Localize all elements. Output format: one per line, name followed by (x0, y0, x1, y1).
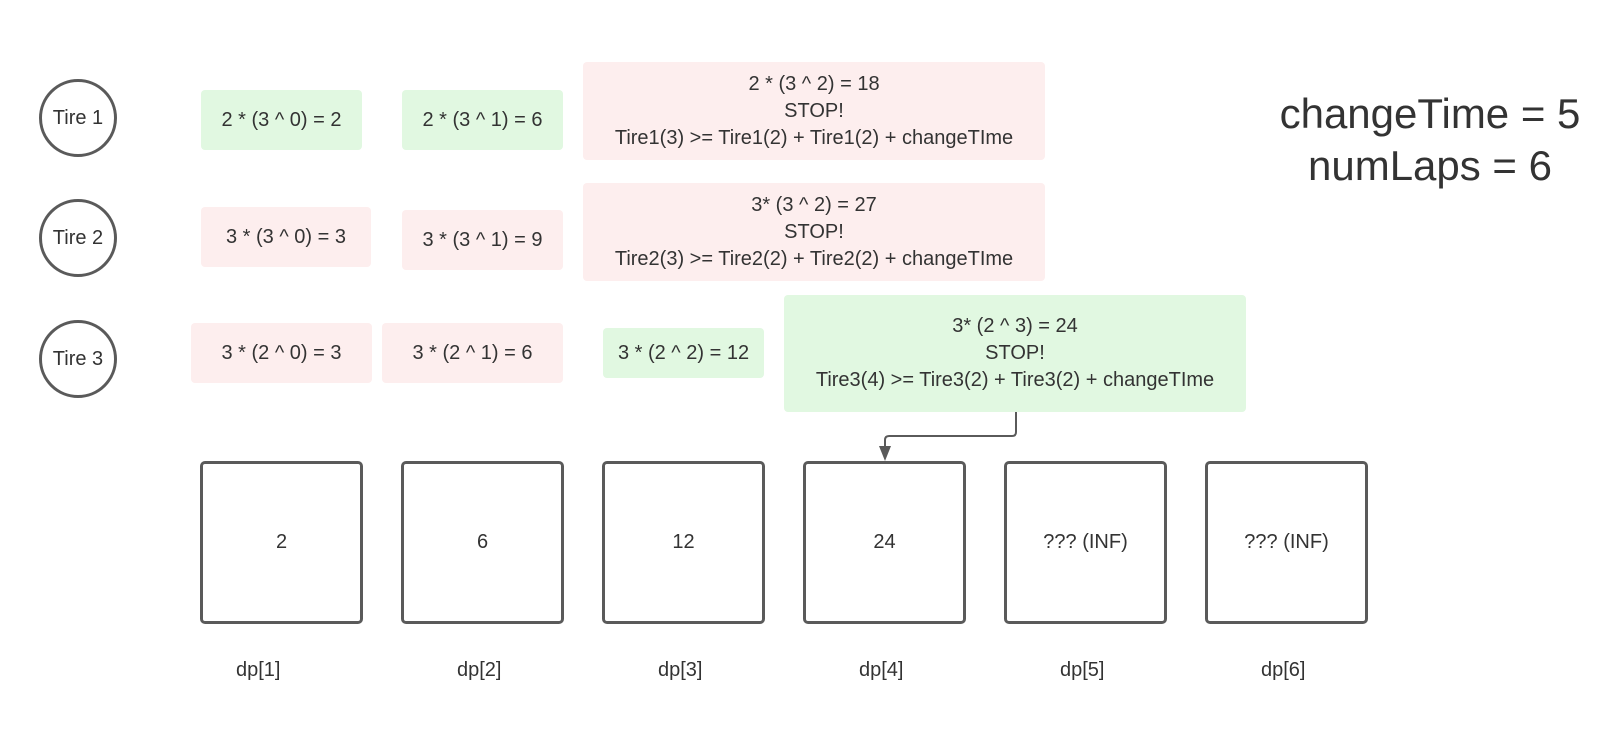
dp-label-2: dp[2] (457, 659, 502, 681)
note-line: Tire3(4) >= Tire3(2) + Tire3(2) + change… (815, 369, 1215, 391)
tire3-lap2-note: 3 * (2 ^ 1) = 6 (382, 323, 563, 383)
note-line: 2 * (3 ^ 0) = 2 (221, 108, 342, 131)
tire-3-label: Tire 3 (52, 347, 104, 370)
note-line: 2 * (3 ^ 2) = 18 (748, 72, 880, 95)
note-line: 3* (2 ^ 3) = 24 (952, 315, 1078, 337)
tire1-lap2-note: 2 * (3 ^ 1) = 6 (402, 90, 563, 150)
note-line: STOP! (985, 342, 1045, 364)
tire2-lap3-stop-note: 3* (3 ^ 2) = 27 STOP! Tire2(3) >= Tire2(… (583, 183, 1045, 281)
dp-box-1: 2 (200, 461, 363, 624)
dp-value: 12 (672, 531, 695, 553)
note-line: 3 * (2 ^ 2) = 12 (617, 341, 750, 364)
dp-value: ??? (INF) (1043, 531, 1128, 553)
note-line: 2 * (3 ^ 1) = 6 (422, 108, 543, 131)
note-line: 3 * (3 ^ 1) = 9 (422, 228, 543, 251)
tire-3-node: Tire 3 (39, 320, 117, 398)
dp-box-5: ??? (INF) (1004, 461, 1167, 624)
note-line: 3* (3 ^ 2) = 27 (751, 193, 877, 216)
dp-value: 6 (476, 531, 489, 553)
note-line: Tire2(3) >= Tire2(2) + Tire2(2) + change… (614, 247, 1014, 270)
note-line: 3 * (2 ^ 0) = 3 (221, 341, 342, 364)
note-line: 3 * (3 ^ 0) = 3 (226, 225, 346, 248)
tire-1-label: Tire 1 (52, 106, 104, 129)
dp-box-3: 12 (602, 461, 765, 624)
note-line: STOP! (784, 220, 844, 243)
note-line: STOP! (784, 99, 844, 122)
dp-label-6: dp[6] (1261, 659, 1306, 681)
tire-1-node: Tire 1 (39, 79, 117, 157)
dp-value: 24 (873, 531, 896, 553)
tire1-lap3-stop-note: 2 * (3 ^ 2) = 18 STOP! Tire1(3) >= Tire1… (583, 62, 1045, 160)
tire3-lap1-note: 3 * (2 ^ 0) = 3 (191, 323, 372, 383)
dp-value: 2 (275, 531, 288, 553)
tire-2-label: Tire 2 (52, 226, 104, 249)
note-line: 3 * (2 ^ 1) = 6 (412, 341, 533, 364)
tire3-lap3-note: 3 * (2 ^ 2) = 12 (603, 328, 764, 378)
dp-value: ??? (INF) (1244, 531, 1329, 553)
dp-label-4: dp[4] (859, 659, 904, 681)
note-line: Tire1(3) >= Tire1(2) + Tire1(2) + change… (614, 126, 1014, 149)
dp-box-6: ??? (INF) (1205, 461, 1368, 624)
dp-box-4: 24 (803, 461, 966, 624)
tire2-lap2-note: 3 * (3 ^ 1) = 9 (402, 210, 563, 270)
dp-label-3: dp[3] (658, 659, 703, 681)
num-laps-param: numLaps = 6 (1307, 142, 1552, 189)
parameters-panel: changeTime = 5 numLaps = 6 (1255, 88, 1605, 192)
dp-label-5: dp[5] (1060, 659, 1105, 681)
tire-2-node: Tire 2 (39, 199, 117, 277)
dp-box-2: 6 (401, 461, 564, 624)
tire1-lap1-note: 2 * (3 ^ 0) = 2 (201, 90, 362, 150)
change-time-param: changeTime = 5 (1279, 90, 1581, 137)
tire2-lap1-note: 3 * (3 ^ 0) = 3 (201, 207, 371, 267)
dp-label-1: dp[1] (236, 659, 281, 681)
tire3-lap4-stop-note: 3* (2 ^ 3) = 24 STOP! Tire3(4) >= Tire3(… (784, 295, 1246, 412)
